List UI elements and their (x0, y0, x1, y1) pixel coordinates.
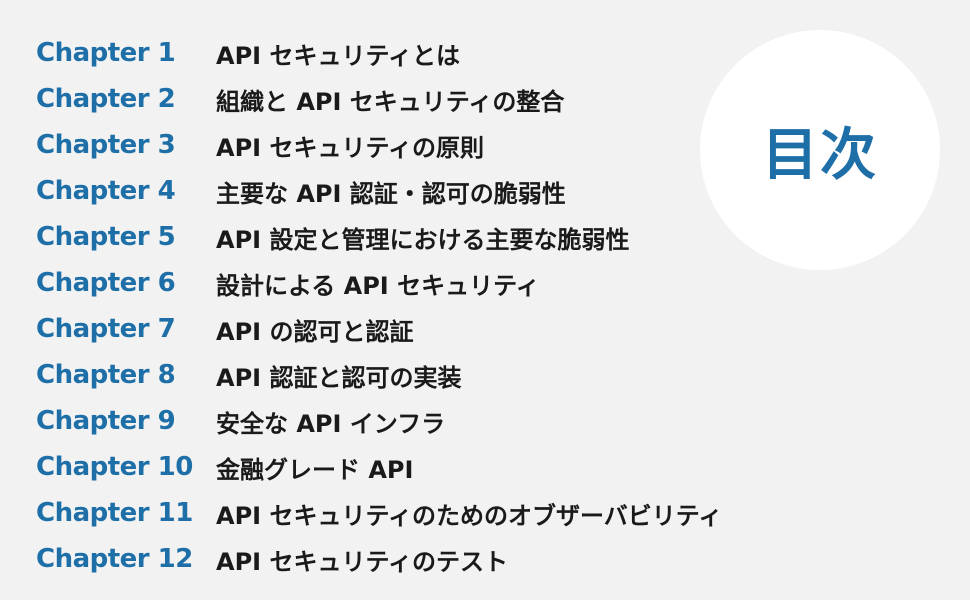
chapter-number: Chapter 7 (36, 314, 176, 344)
chapter-number: Chapter 10 (36, 452, 193, 482)
chapter-number: Chapter 8 (36, 360, 176, 390)
chapter-number: Chapter 1 (36, 38, 176, 68)
chapter-number: Chapter 2 (36, 84, 176, 114)
toc-item-chapter-11: Chapter 11 API セキュリティのためのオブザーバビリティ (36, 490, 722, 536)
chapter-title: API セキュリティの原則 (216, 133, 485, 162)
toc-item-chapter-12: Chapter 12 API セキュリティのテスト (36, 536, 722, 582)
chapter-number: Chapter 11 (36, 498, 193, 528)
toc-item-chapter-7: Chapter 7 API の認可と認証 (36, 306, 722, 352)
chapter-title: API 設定と管理における主要な脆弱性 (216, 225, 630, 254)
chapter-title: API の認可と認証 (216, 317, 414, 346)
toc-item-chapter-10: Chapter 10 金融グレード API (36, 444, 722, 490)
chapter-title: 金融グレード API (216, 455, 414, 484)
table-of-contents: Chapter 1 API セキュリティとは Chapter 2 組織と API… (36, 30, 722, 582)
chapter-title: 設計による API セキュリティ (216, 271, 540, 300)
chapter-title: API セキュリティのためのオブザーバビリティ (216, 501, 723, 530)
contents-badge-label: 目次 (762, 122, 878, 188)
chapter-title: API セキュリティのテスト (216, 547, 509, 576)
toc-item-chapter-9: Chapter 9 安全な API インフラ (36, 398, 722, 444)
toc-item-chapter-5: Chapter 5 API 設定と管理における主要な脆弱性 (36, 214, 722, 260)
chapter-number: Chapter 4 (36, 176, 176, 206)
chapter-number: Chapter 5 (36, 222, 176, 252)
toc-item-chapter-8: Chapter 8 API 認証と認可の実装 (36, 352, 722, 398)
chapter-title: 安全な API インフラ (216, 409, 446, 438)
chapter-number: Chapter 12 (36, 544, 193, 574)
chapter-title: 組織と API セキュリティの整合 (216, 87, 565, 116)
chapter-title: API セキュリティとは (216, 41, 461, 70)
toc-item-chapter-1: Chapter 1 API セキュリティとは (36, 30, 722, 76)
chapter-number: Chapter 3 (36, 130, 176, 160)
chapter-number: Chapter 6 (36, 268, 176, 298)
toc-item-chapter-2: Chapter 2 組織と API セキュリティの整合 (36, 76, 722, 122)
toc-item-chapter-6: Chapter 6 設計による API セキュリティ (36, 260, 722, 306)
contents-badge: 目次 (700, 30, 940, 270)
chapter-title: API 認証と認可の実装 (216, 363, 462, 392)
chapter-title: 主要な API 認証・認可の脆弱性 (216, 179, 566, 208)
toc-item-chapter-3: Chapter 3 API セキュリティの原則 (36, 122, 722, 168)
chapter-number: Chapter 9 (36, 406, 176, 436)
toc-item-chapter-4: Chapter 4 主要な API 認証・認可の脆弱性 (36, 168, 722, 214)
